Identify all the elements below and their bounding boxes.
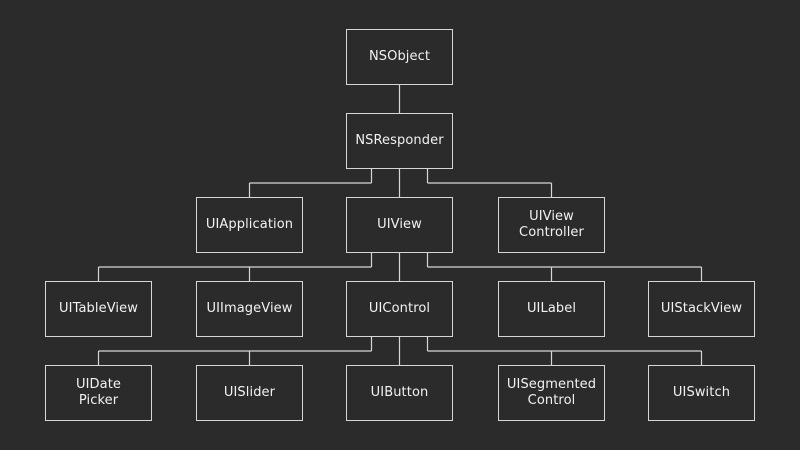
node-uiimageview: UIImageView (196, 281, 303, 337)
node-uiviewcontroller: UIView Controller (498, 197, 605, 253)
node-uiview: UIView (346, 197, 453, 253)
node-uisegmentedcontrol: UISegmented Control (498, 365, 605, 421)
node-uiapplication: UIApplication (196, 197, 303, 253)
node-uistackview: UIStackView (648, 281, 755, 337)
node-uislider: UISlider (196, 365, 303, 421)
node-nsresponder: NSResponder (346, 113, 453, 169)
node-uiswitch: UISwitch (648, 365, 755, 421)
node-uilabel: UILabel (498, 281, 605, 337)
node-uibutton: UIButton (346, 365, 453, 421)
node-uidatepicker: UIDate Picker (45, 365, 152, 421)
node-nsobject: NSObject (346, 29, 453, 85)
node-uicontrol: UIControl (346, 281, 453, 337)
node-uitableview: UITableView (45, 281, 152, 337)
